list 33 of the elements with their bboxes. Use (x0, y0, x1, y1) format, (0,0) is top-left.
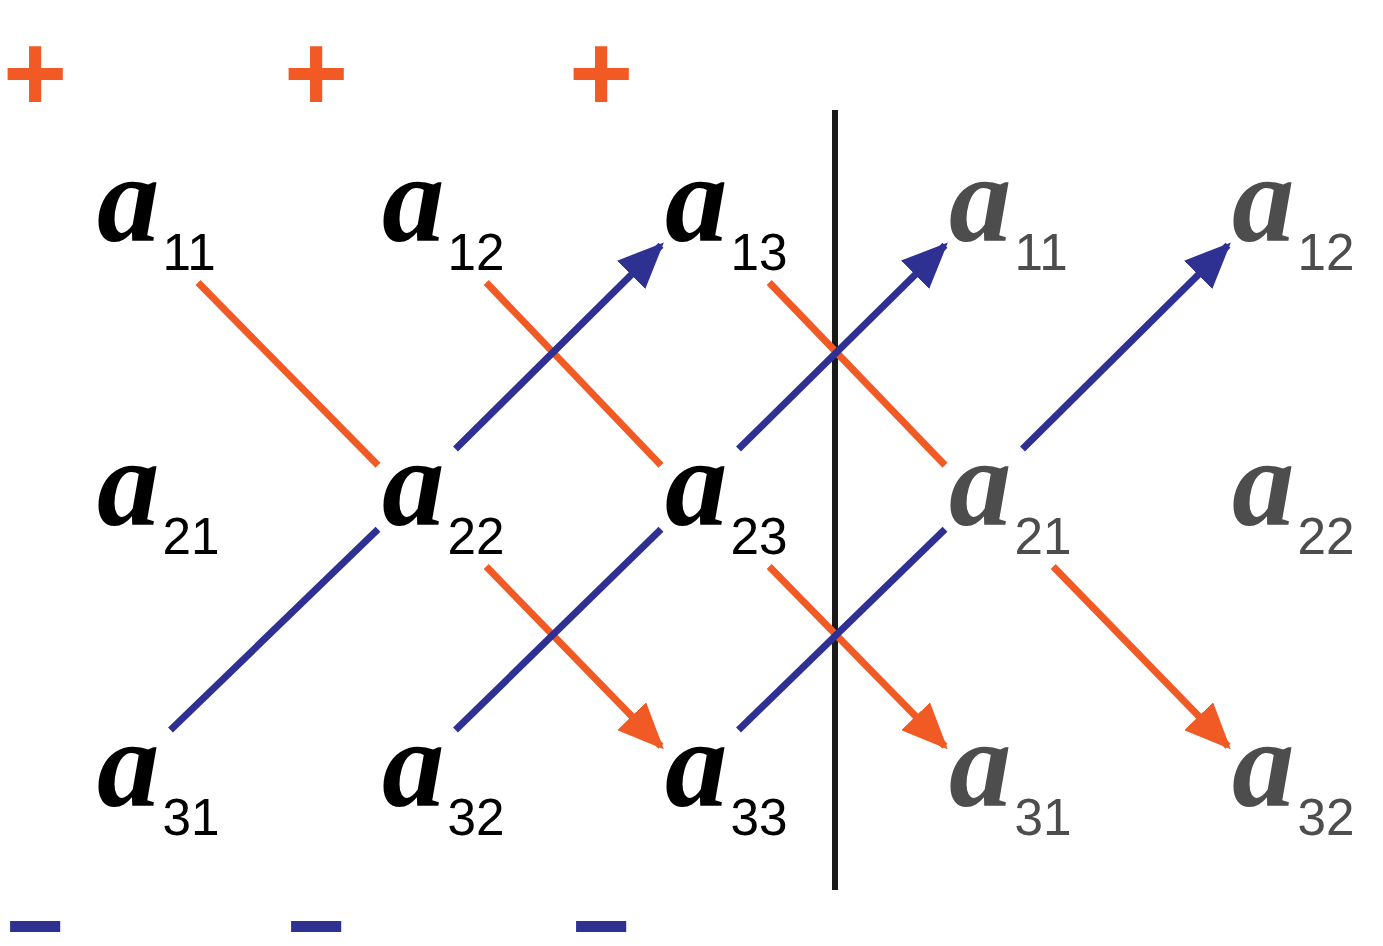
plus-sign: + (569, 40, 634, 106)
minus-sign: − (572, 918, 631, 933)
matrix-entry: a$_{32}$ (1232, 733, 1355, 844)
plus-sign: + (284, 40, 349, 106)
diagonal-arrow (736, 242, 948, 452)
matrix-entry: a$_{11}$ (97, 168, 216, 279)
matrix-entry: a$_{23}$ (665, 452, 788, 563)
matrix-entry: a$_{11}$ (949, 168, 1068, 279)
diagonal-arrow (1020, 242, 1231, 452)
diagonal-line (483, 280, 664, 468)
diagonal-line (453, 526, 664, 733)
matrix-entry: a$_{13}$ (665, 168, 788, 279)
diagonal-arrow (483, 564, 664, 750)
matrix-entry: a$_{31}$ (949, 733, 1072, 844)
minus-sign: − (6, 918, 65, 933)
diagonal-line (736, 526, 948, 733)
plus-sign: + (3, 40, 68, 106)
matrix-entry: a$_{12}$ (1232, 168, 1355, 279)
matrix-entry: a$_{22}$ (1232, 452, 1355, 563)
diagonal-arrow (1050, 564, 1231, 750)
matrix-entry: a$_{21}$ (97, 452, 220, 563)
diagonal-line (766, 280, 948, 468)
matrix-entry: a$_{32}$ (382, 733, 505, 844)
diagonal-arrow (453, 242, 664, 452)
diagonal-line (195, 280, 381, 468)
matrix-entry: a$_{12}$ (382, 168, 505, 279)
matrix-entry: a$_{21}$ (949, 452, 1072, 563)
minus-sign: − (287, 918, 346, 933)
matrix-entry: a$_{33}$ (665, 733, 788, 844)
diagonal-line (168, 526, 381, 733)
matrix-entry: a$_{22}$ (382, 452, 505, 563)
diagonal-arrow (766, 564, 948, 750)
matrix-entry: a$_{31}$ (97, 733, 220, 844)
